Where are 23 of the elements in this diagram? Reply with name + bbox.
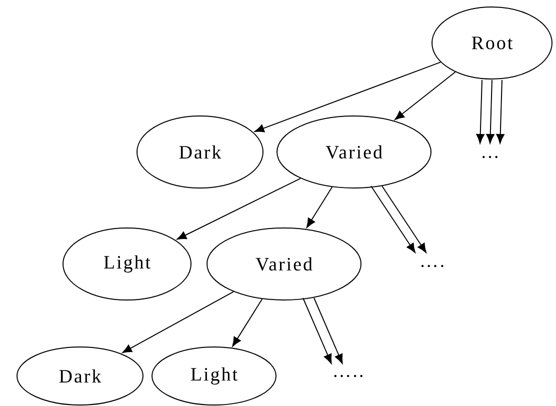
arrow — [314, 298, 343, 364]
ellipsis-text: ….. — [334, 374, 362, 378]
arrow — [486, 80, 494, 144]
ellipsis-text: … — [482, 156, 498, 158]
arrow — [306, 186, 333, 228]
ellipse-node: Dark — [16, 346, 144, 406]
arrow — [394, 72, 456, 120]
arrow — [176, 178, 301, 240]
ellipsis-text: …. — [421, 264, 444, 268]
ellipse-node: Light — [152, 346, 276, 406]
ellipse-node: Light — [62, 228, 192, 300]
ellipse-node: Varied — [276, 116, 432, 188]
ellipse-node: Root — [432, 6, 552, 80]
arrow — [476, 80, 484, 144]
arrow — [302, 298, 332, 364]
arrow — [496, 80, 504, 144]
ellipse-node: Varied — [206, 228, 362, 300]
arrow — [122, 291, 234, 354]
ellipse-node: Dark — [136, 116, 264, 188]
arrow — [232, 298, 263, 347]
arrow — [254, 62, 442, 132]
arrow — [370, 186, 416, 253]
arrow — [382, 186, 426, 253]
